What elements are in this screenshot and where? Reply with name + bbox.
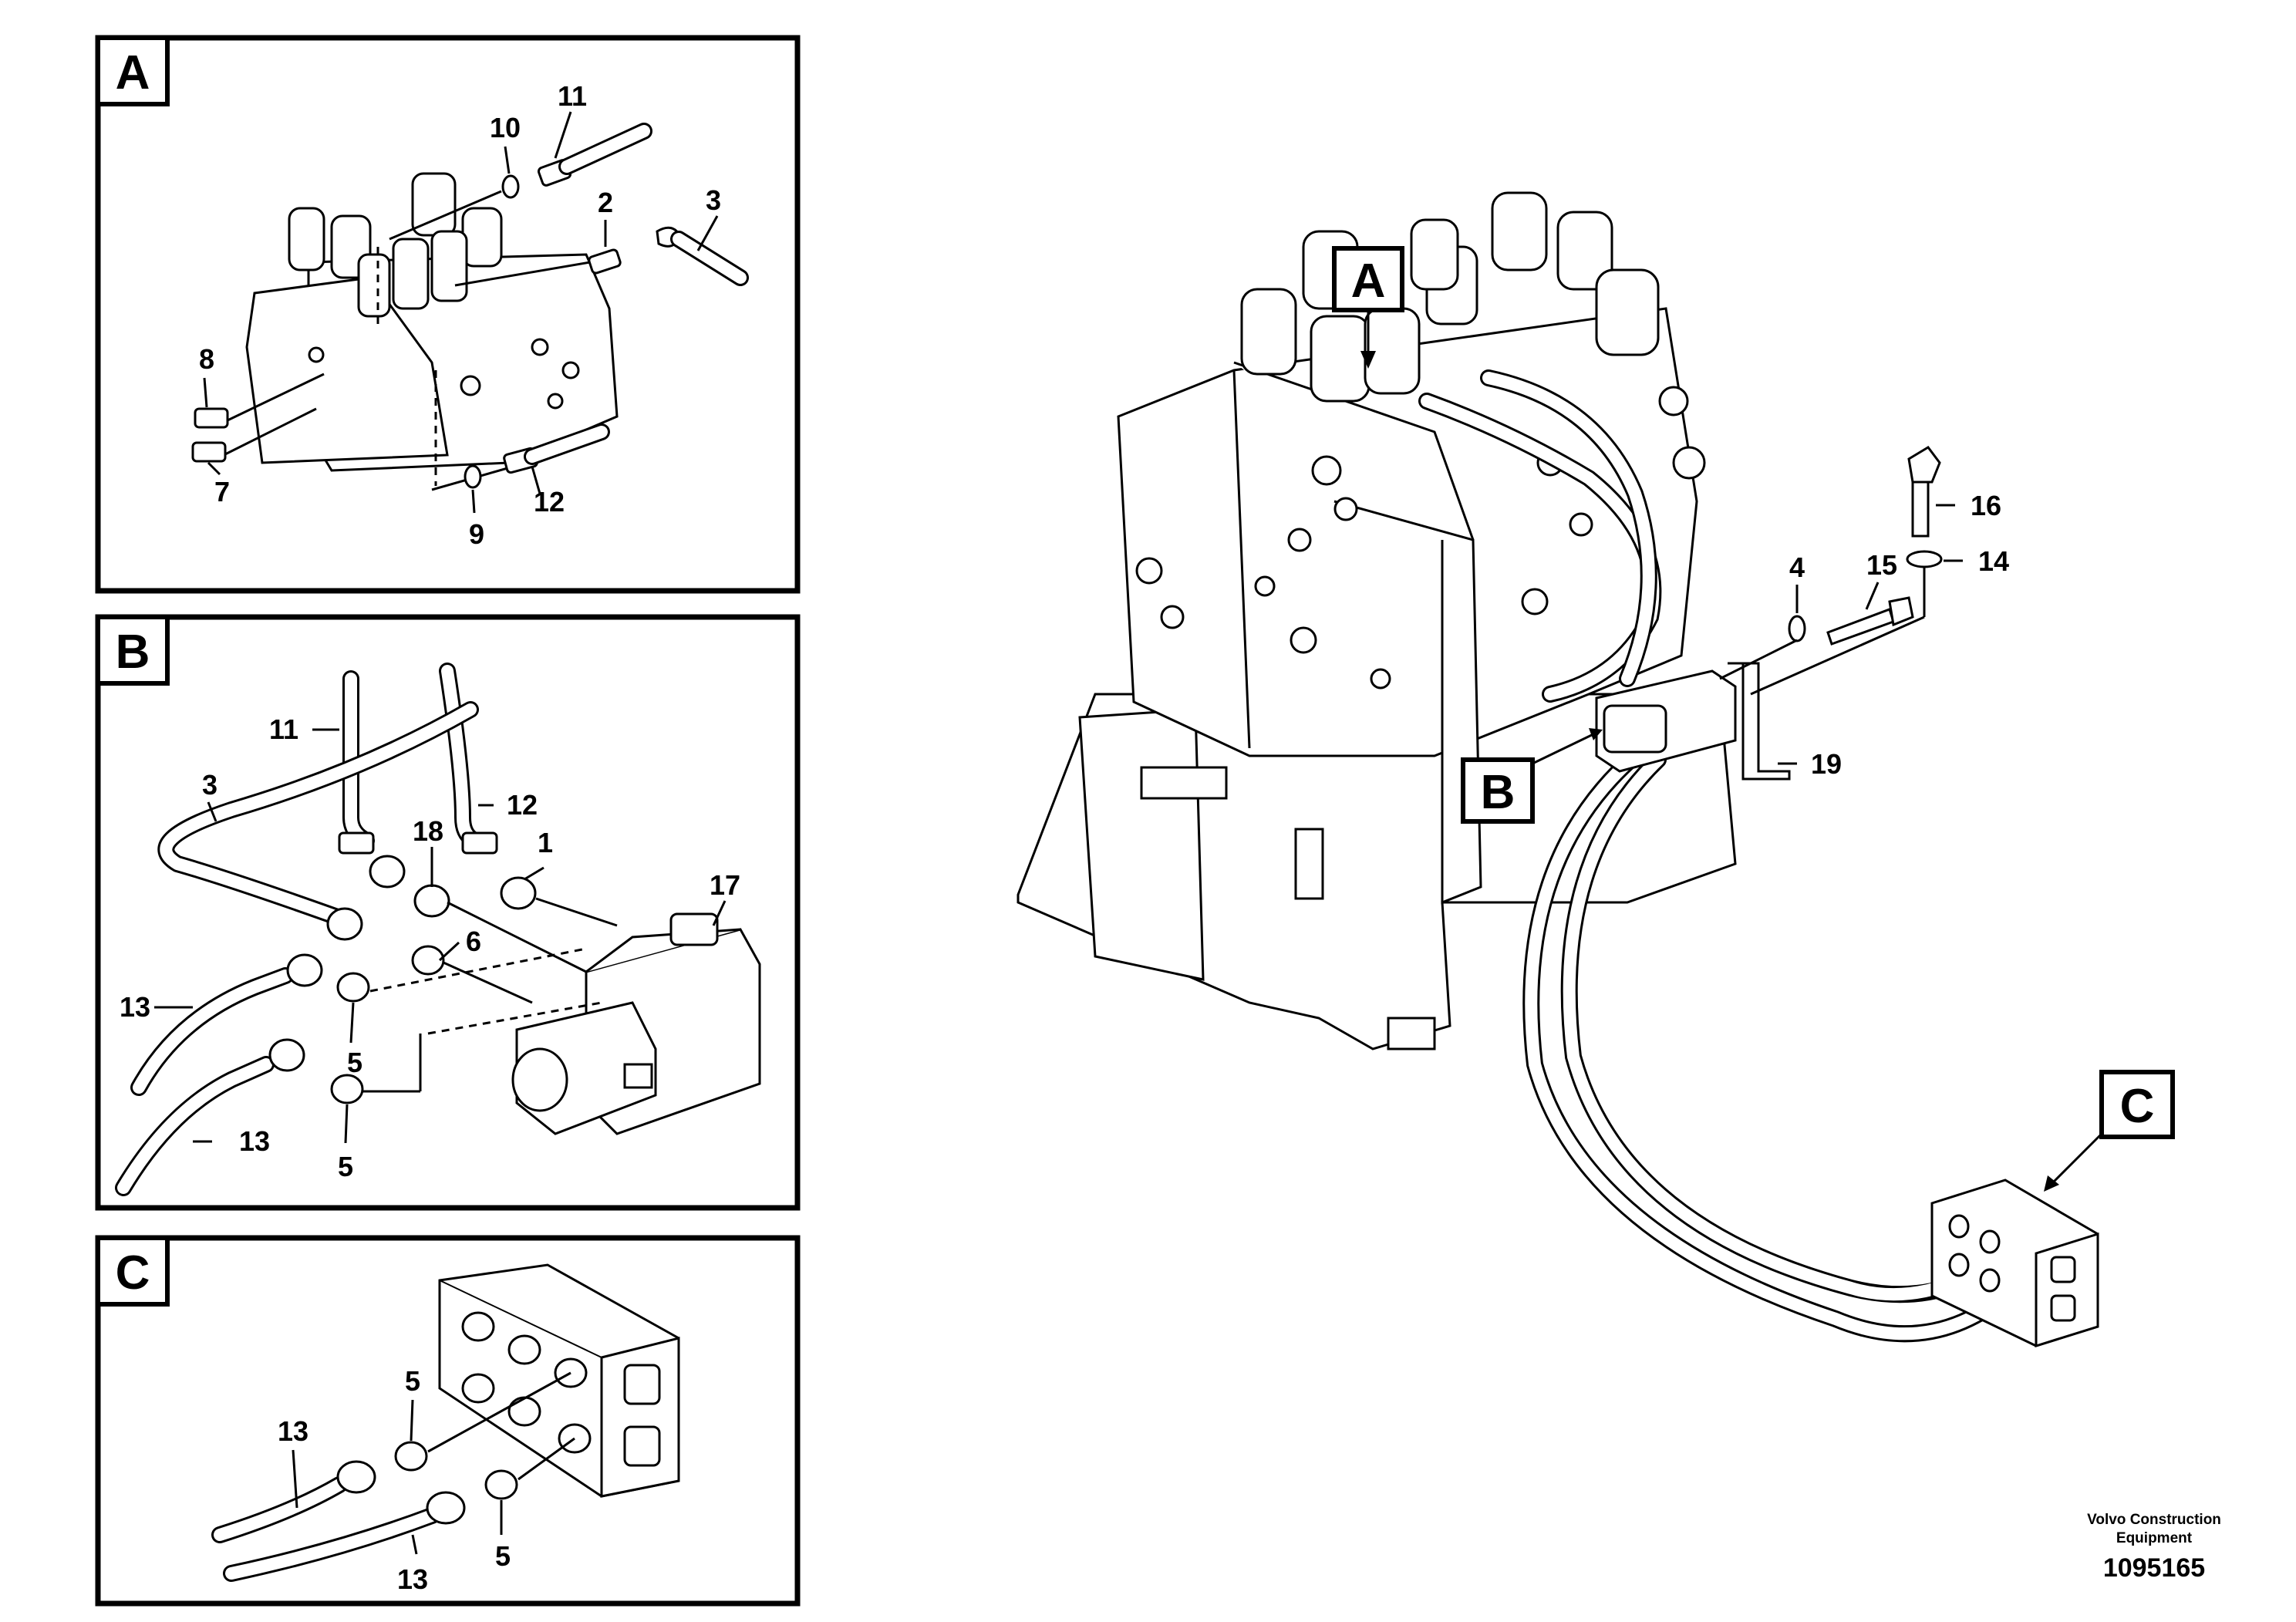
credit-line-2: Equipment	[2116, 1530, 2193, 1546]
panel-b-callout-12: 12	[507, 789, 538, 821]
main-view: A B C 16 4 15 14 19	[1017, 191, 2175, 1348]
panel-b-callout-13-top: 13	[120, 991, 150, 1023]
panel-b-callout-17: 17	[710, 869, 740, 901]
panel-c-callout-5-bottom: 5	[495, 1540, 511, 1572]
main-callout-16: 16	[1971, 490, 2001, 521]
panel-c-manifold-block	[438, 1263, 680, 1498]
panel-c-callout-13-top: 13	[278, 1415, 308, 1447]
credit-block: Volvo Construction Equipment 1095165	[2087, 1512, 2221, 1583]
main-callout-14: 14	[1978, 545, 2009, 577]
main-callout-4: 4	[1789, 551, 1805, 583]
panel-b-callout-11: 11	[269, 713, 298, 745]
panel-b-callout-13-bottom: 13	[239, 1125, 270, 1157]
panel-c-tag-box	[96, 1236, 170, 1307]
panel-c: C 5 13 13 5	[95, 1235, 801, 1607]
panel-b-callout-3: 3	[202, 769, 217, 801]
panel-a-valve-block	[245, 172, 619, 472]
main-tag-a: A	[1351, 255, 1386, 308]
main-tag-c-box	[2099, 1070, 2175, 1139]
panel-b-solenoid-valve	[511, 912, 761, 1135]
panel-b-callout-5-top: 5	[347, 1047, 362, 1078]
panel-b-callout-18: 18	[413, 815, 443, 847]
main-manifold-block	[1930, 1179, 2099, 1348]
panel-c-tag: C	[116, 1246, 150, 1300]
panel-a-callout-8: 8	[199, 343, 214, 375]
panel-a-callout-12: 12	[534, 486, 565, 518]
panel-b-callout-1: 1	[538, 827, 553, 858]
panel-b-callout-5-bottom: 5	[338, 1151, 353, 1182]
document-number: 1095165	[2103, 1553, 2205, 1583]
main-callout-15: 15	[1866, 549, 1897, 581]
panel-c-callout-5-top: 5	[405, 1365, 420, 1397]
panel-b-tag-box	[96, 615, 170, 686]
panel-a-callout-7: 7	[214, 476, 230, 508]
main-tag-b: B	[1481, 766, 1515, 819]
panel-a-leader-10	[389, 190, 502, 241]
panel-a-callout-2: 2	[598, 187, 613, 218]
panel-a-tag: A	[116, 46, 150, 99]
panel-a-callout-10: 10	[490, 112, 521, 143]
panel-a-callout-9: 9	[469, 518, 484, 550]
panel-a: A	[95, 35, 801, 594]
main-tag-c: C	[2120, 1080, 2155, 1133]
main-tag-b-box	[1461, 757, 1535, 824]
panel-a-callout-11: 11	[558, 80, 587, 112]
panel-a-tag-box	[96, 35, 170, 106]
main-callout-19: 19	[1811, 748, 1842, 780]
panel-a-callout-3: 3	[706, 184, 721, 216]
credit-line-1: Volvo Construction	[2087, 1512, 2221, 1528]
panel-b: B	[95, 614, 801, 1211]
panel-c-callout-13-bottom: 13	[397, 1563, 428, 1595]
panel-b-tag: B	[116, 626, 150, 679]
main-tag-a-box	[1332, 246, 1404, 312]
panel-b-callout-6: 6	[466, 926, 481, 957]
